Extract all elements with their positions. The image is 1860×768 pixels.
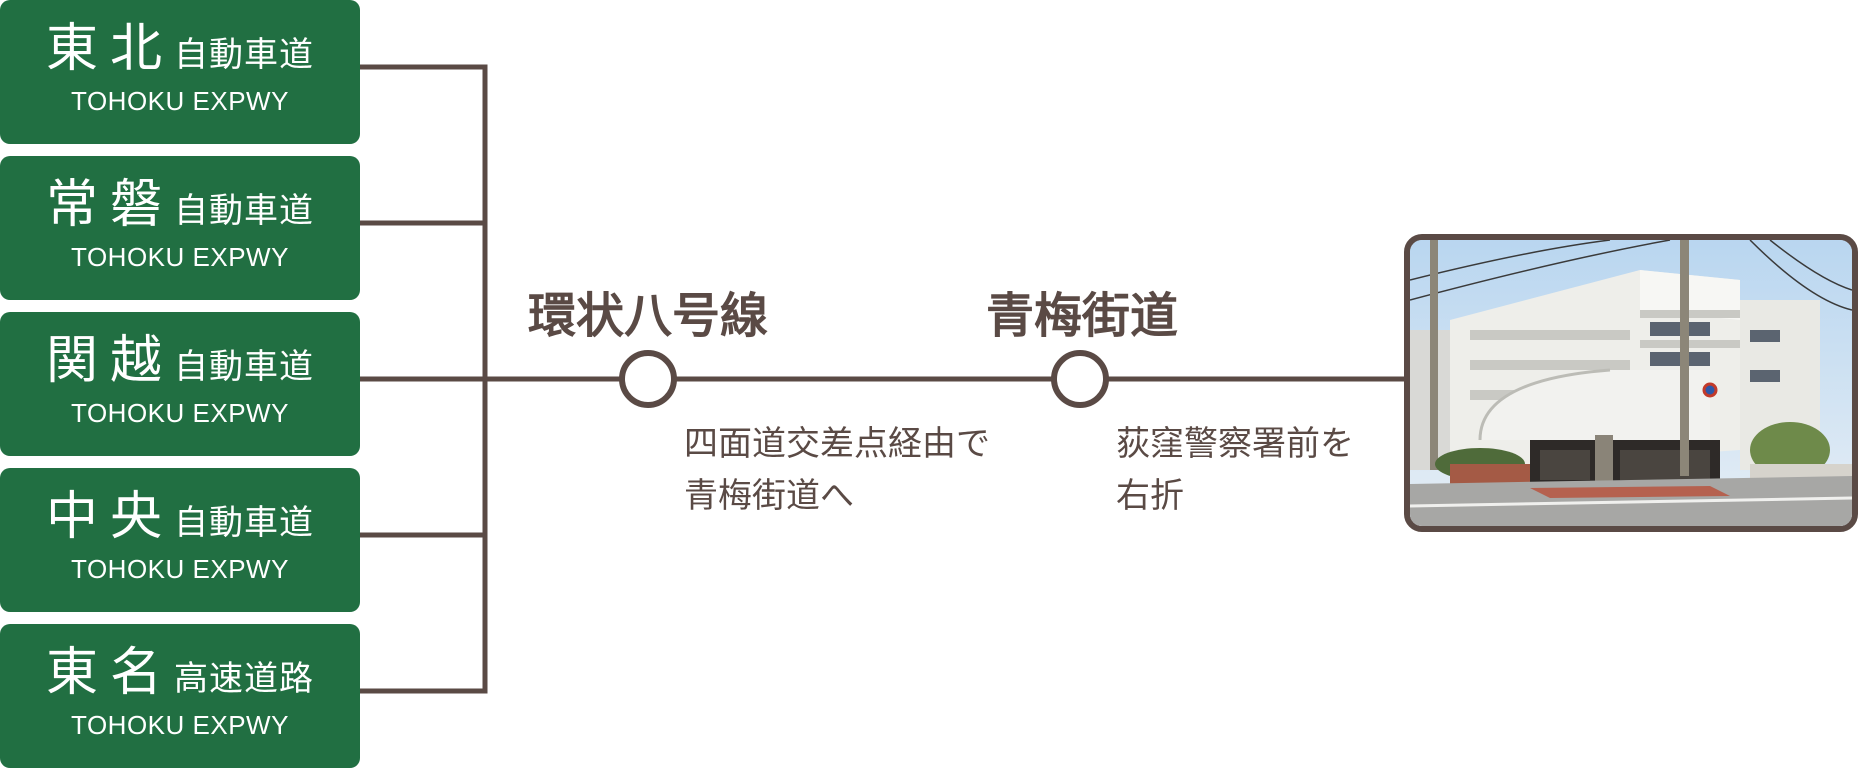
expressway-type: 自動車道 xyxy=(174,191,314,231)
road-name-ring-8: 環状八号線 xyxy=(528,288,768,344)
direction-note-1-line1: 四面道交差点経由で xyxy=(684,418,990,470)
direction-note-2: 荻窪警察署前を 右折 xyxy=(1116,418,1354,522)
expressway-main-name: 東北 xyxy=(46,19,174,79)
expressway-english-name: TOHOKU EXPWY xyxy=(0,398,360,429)
expressway-sign-2: 常磐自動車道 TOHOKU EXPWY xyxy=(0,156,360,300)
station-marker-2 xyxy=(1054,353,1106,405)
expressway-sign-4: 中央自動車道 TOHOKU EXPWY xyxy=(0,468,360,612)
expressway-main-name: 常磐 xyxy=(46,175,174,235)
direction-note-1-line2: 青梅街道へ xyxy=(684,470,990,522)
building-icon xyxy=(1410,240,1852,526)
expressway-type: 自動車道 xyxy=(174,35,314,75)
expressway-type: 自動車道 xyxy=(174,347,314,387)
direction-note-1: 四面道交差点経由で 青梅街道へ xyxy=(684,418,990,522)
expressway-main-name: 中央 xyxy=(46,487,174,547)
direction-note-2-line1: 荻窪警察署前を xyxy=(1116,418,1354,470)
expressway-sign-1: 東北自動車道 TOHOKU EXPWY xyxy=(0,0,360,144)
expressway-name-5: 東名高速道路 xyxy=(46,638,314,720)
destination-building-photo xyxy=(1404,234,1858,532)
direction-note-2-line2: 右折 xyxy=(1116,470,1354,522)
expressway-type: 自動車道 xyxy=(174,503,314,543)
road-name-ome-kaido: 青梅街道 xyxy=(986,288,1178,344)
expressway-main-name: 関越 xyxy=(46,331,174,391)
expressway-name-2: 常磐自動車道 xyxy=(46,170,314,252)
expressway-name-4: 中央自動車道 xyxy=(46,482,314,564)
expressway-main-name: 東名 xyxy=(46,643,174,703)
expressway-name-3: 関越自動車道 xyxy=(46,326,314,408)
expressway-english-name: TOHOKU EXPWY xyxy=(0,710,360,741)
expressway-type: 高速道路 xyxy=(174,659,314,699)
expressway-english-name: TOHOKU EXPWY xyxy=(0,242,360,273)
expressway-english-name: TOHOKU EXPWY xyxy=(0,86,360,117)
station-marker-1 xyxy=(622,353,674,405)
expressway-sign-5: 東名高速道路 TOHOKU EXPWY xyxy=(0,624,360,768)
expressway-sign-3: 関越自動車道 TOHOKU EXPWY xyxy=(0,312,360,456)
expressway-english-name: TOHOKU EXPWY xyxy=(0,554,360,585)
expressway-name-1: 東北自動車道 xyxy=(46,14,314,96)
